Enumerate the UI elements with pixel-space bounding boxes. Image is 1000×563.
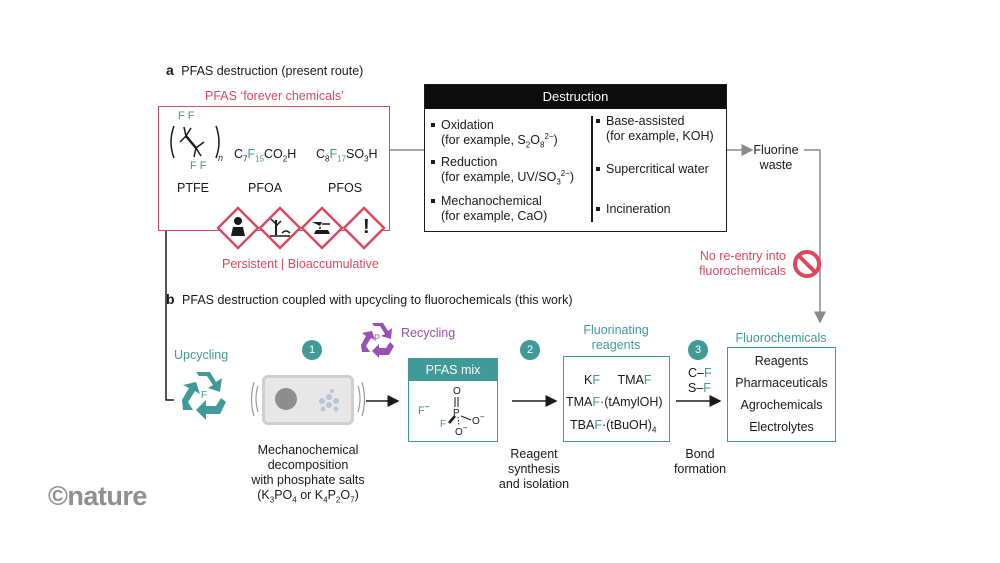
pfoa-label: PFOA [248,181,283,195]
step2-badge: 2 [520,340,540,360]
fluorinating-reagents-title: Fluorinating reagents [583,323,649,352]
step3-badge: 3 [688,340,708,360]
struct-o-top: O [453,386,461,397]
struct-o-bottom: O− [455,423,468,438]
no-reentry-label: No re-entry into fluorochemicals [699,249,786,278]
mechanochemical-label: Mechanochemical decomposition with phosp… [251,443,365,505]
fluorinating-reagents-box [563,356,670,442]
bond-formation-label: Bond formation [673,447,727,476]
persistent-label: Persistent | Bioaccumulative [222,257,379,271]
environment-hazard-icon [258,206,302,250]
pfoa-formula: C7F15CO2H [234,147,297,164]
destruction-header: Destruction [425,85,726,109]
exclamation-mark: ! [363,216,370,238]
ptfe-n: n [218,153,224,163]
method-base-assisted: Base-assisted (for example, KOH) [596,114,714,144]
method-incineration: Incineration [596,202,671,217]
panel-b-title: b PFAS destruction coupled with upcyclin… [166,292,573,308]
corrosive-hazard-icon [300,206,344,250]
fluorochemicals-title: Fluorochemicals [735,331,827,345]
product-electrolytes: Electrolytes [749,420,814,434]
upcycling-f: F [201,390,208,401]
panel-b-title-text: PFAS destruction coupled with upcycling … [182,293,573,307]
reagent-kf-tmaf: KF TMAF [584,373,652,387]
recycling-label: Recycling [401,326,456,340]
pfas-mix-box [408,358,498,442]
reagent-tmaf-tamyloh: TMAF·(tAmylOH) [566,395,663,409]
reagent-synthesis-label: Reagent synthesis and isolation [498,447,570,491]
bond-sf: S–F [688,381,711,395]
fluorochemicals-box [727,347,836,442]
ptfe-structure [170,125,220,159]
step1-badge: 1 [302,340,322,360]
struct-p: P [453,408,460,419]
ptfe-f-bottom: F F [190,160,207,172]
pfas-mix-header: PFAS mix [409,359,497,381]
reagent-tbaf-tbuoh: TBAF·(tBuOH)4 [570,418,657,435]
destruction-divider [591,116,593,222]
upcycling-icon [182,372,226,420]
pfos-formula: C8F17SO3H [316,147,378,164]
method-reduction: Reduction (for example, UV/SO32−) [431,155,574,186]
prohibited-icon [793,250,821,278]
health-hazard-icon [216,206,260,250]
recycling-p: P [374,333,381,343]
product-agrochemicals: Agrochemicals [740,398,823,412]
panel-b-letter: b [166,291,175,307]
hazard-icons [216,206,386,250]
ptfe-label: PTFE [177,181,209,195]
exclamation-hazard-icon [342,206,386,250]
vibration-marks-icon [250,381,366,417]
pfos-label: PFOS [328,181,363,195]
destruction-box [424,84,727,232]
product-pharmaceuticals: Pharmaceuticals [735,376,828,390]
milling-ball-icon [275,388,339,412]
fluorine-waste: Fluorine waste [753,143,799,172]
waste-to-fluorochemicals-arrow [804,149,826,324]
struct-f: F [440,419,447,430]
panel-a-title: a PFAS destruction (present route) [166,63,363,79]
bond-cf: C–F [688,366,712,380]
pfas-to-upcycling-line [165,230,174,401]
upcycling-label: Upcycling [174,348,229,362]
recycling-icon [361,323,394,358]
pfas-title: PFAS ‘forever chemicals’ [205,89,344,103]
ptfe-f-top: F F [178,110,195,122]
fluoride-ion: F− [418,402,430,417]
method-oxidation: Oxidation (for example, S2O82−) [431,118,558,149]
product-reagents: Reagents [754,354,809,368]
nature-logo: ©nature [48,481,147,511]
fluorophosphate-structure [448,397,472,427]
panel-a-title-text: PFAS destruction (present route) [181,64,364,78]
method-supercritical: Supercritical water [596,162,709,177]
method-mechanochemical: Mechanochemical (for example, CaO) [431,194,547,224]
panel-a-letter: a [166,62,174,78]
struct-o-right: O− [472,412,485,427]
